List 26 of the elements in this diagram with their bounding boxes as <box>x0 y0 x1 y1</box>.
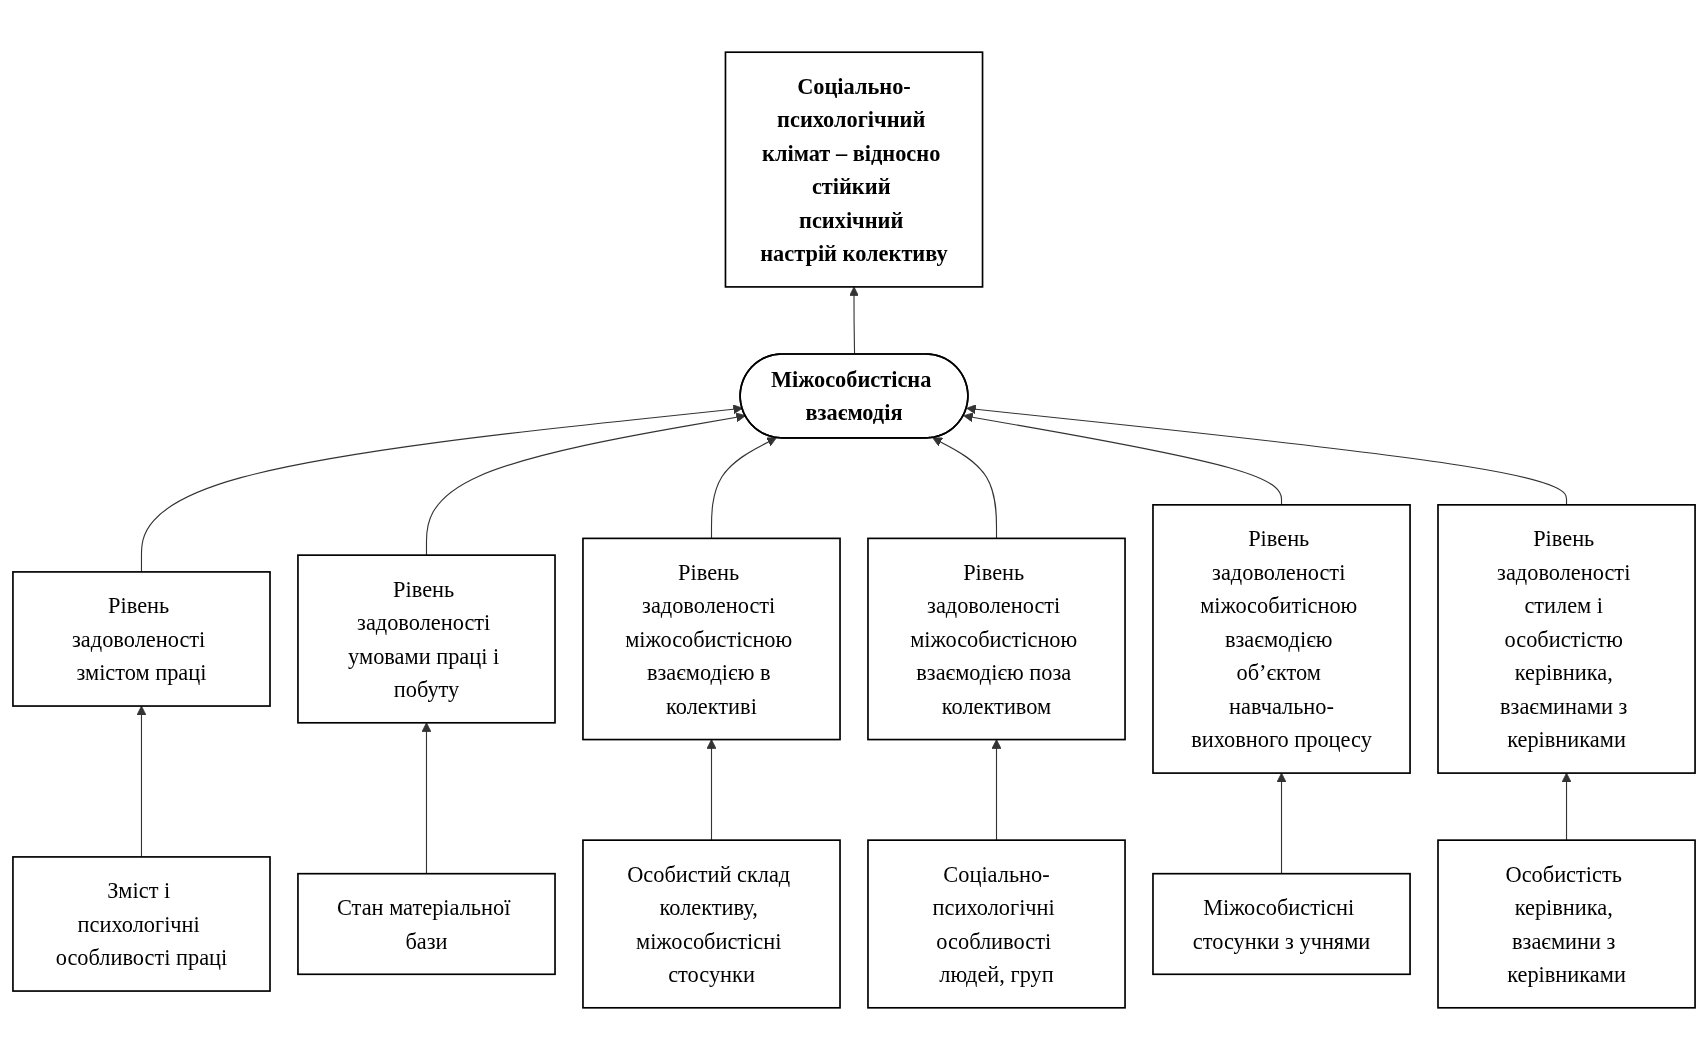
arrow <box>140 403 743 572</box>
arrow <box>421 721 432 874</box>
node-box: Рівень задоволеності міжособитісною взаємодією об’єктом навчально-виховного процесу <box>1152 503 1411 774</box>
node-box: Рівень задоволеності умовами праці і побуту <box>297 553 556 724</box>
arrow <box>991 738 1002 841</box>
arrow <box>1276 772 1287 874</box>
arrow <box>963 411 1283 505</box>
arrow <box>849 285 859 355</box>
node-box: Зміст і психологічні особливості праці <box>12 855 271 992</box>
node-box: Рівень задоволеності змістом праці <box>12 570 271 707</box>
arrow <box>932 436 998 539</box>
node-box: Стан матеріальної бази <box>297 872 556 975</box>
arrow <box>1561 772 1572 841</box>
node-box: Міжособистісні стосунки з учнями <box>1152 872 1411 975</box>
arrow <box>966 403 1568 505</box>
node-box: Рівень задоволеності стилем і особистістю керівника, взаєминами з керівниками <box>1437 503 1696 774</box>
node-box: Соціально-психологічний клімат – відносно стійкий психічний настрій колективу <box>724 50 984 288</box>
node-box: Особистість керівника, взаємини з керівниками <box>1437 838 1696 1009</box>
node-box: Рівень задоволеності міжособистісною взаємодією поза колективом <box>867 537 1126 740</box>
node-box: Соціально-психологічні особливості людей, груп <box>867 838 1126 1009</box>
node-box: Рівень задоволеності міжособистісною взаємодією в колективі <box>582 537 841 740</box>
arrow <box>706 738 717 841</box>
arrow <box>710 436 777 539</box>
arrow <box>136 705 147 857</box>
arrow <box>425 411 746 556</box>
node-box: Особистий склад колективу, міжособистісні стосунки <box>582 838 841 1009</box>
